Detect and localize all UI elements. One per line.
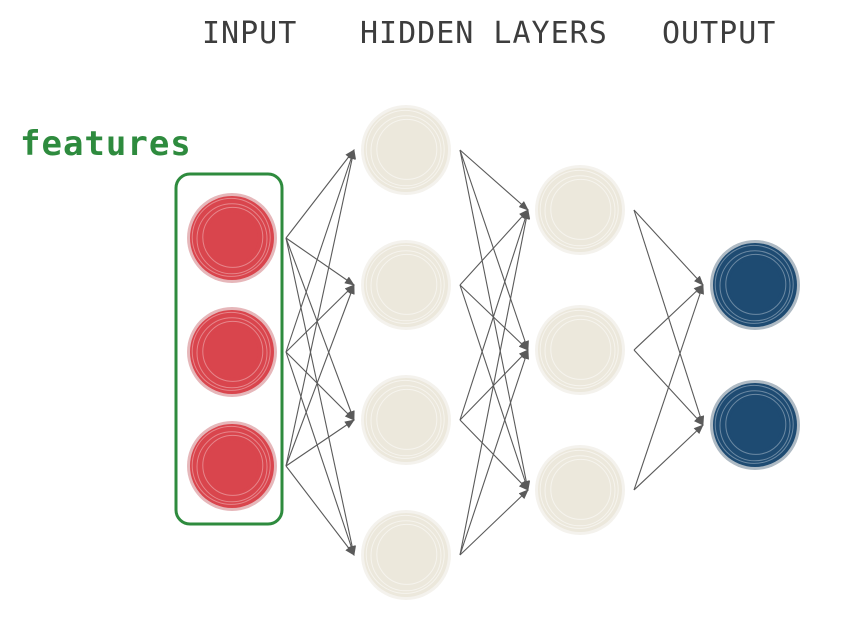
edge-hidden-1-0-to-hidden-2-0 — [459, 149, 529, 211]
edge-hidden-1-2-to-hidden-2-0 — [459, 209, 530, 421]
edge-hidden-2-2-to-output-0 — [633, 284, 704, 491]
edge-hidden-1-0-to-hidden-2-1 — [459, 149, 529, 351]
edge-input-0-to-hidden-1-1 — [285, 237, 355, 286]
edge-hidden-2-2-to-output-1 — [633, 424, 704, 491]
edge-hidden-1-3-to-hidden-2-0 — [459, 209, 531, 556]
hidden-1-node-4 — [361, 510, 451, 600]
hidden-2-node-1 — [535, 165, 625, 255]
edge-input-2-to-hidden-1-0 — [285, 149, 357, 467]
edge-hidden-1-3-to-hidden-2-1 — [459, 349, 529, 556]
hidden-1-node-2 — [361, 240, 451, 330]
edge-hidden-1-0-to-hidden-2-2 — [459, 149, 531, 491]
edge-hidden-1-1-to-hidden-2-2 — [459, 284, 529, 491]
features-label: features — [20, 124, 192, 164]
output-header: OUTPUT — [662, 16, 777, 51]
edge-input-1-to-hidden-1-0 — [285, 149, 355, 353]
hidden-1-node-1 — [361, 105, 451, 195]
edge-input-0-to-hidden-1-3 — [285, 237, 357, 556]
input-node-2 — [187, 307, 277, 397]
edge-input-1-to-hidden-1-1 — [285, 284, 355, 353]
input-header: INPUT — [202, 16, 298, 51]
hidden-layers-header: HIDDEN LAYERS — [360, 16, 608, 51]
features-box — [174, 172, 284, 526]
output-node-1 — [710, 240, 800, 330]
edge-input-1-to-hidden-1-3 — [285, 351, 355, 556]
edge-input-1-to-hidden-1-2 — [285, 351, 355, 421]
hidden-2-node-2 — [535, 305, 625, 395]
edge-hidden-1-1-to-hidden-2-1 — [459, 284, 529, 351]
edge-hidden-1-2-to-hidden-2-2 — [459, 419, 529, 491]
input-node-3 — [187, 421, 277, 511]
edge-input-2-to-hidden-1-1 — [285, 284, 355, 467]
edge-input-2-to-hidden-1-2 — [285, 419, 355, 467]
edges — [285, 149, 705, 556]
input-node-1 — [187, 193, 277, 283]
output-node-2 — [710, 380, 800, 470]
edge-input-2-to-hidden-1-3 — [285, 465, 355, 556]
edge-hidden-2-0-to-output-0 — [633, 209, 704, 286]
edge-input-0-to-hidden-1-2 — [285, 237, 355, 421]
edge-input-0-to-hidden-1-0 — [285, 149, 355, 239]
edge-hidden-2-1-to-output-0 — [633, 284, 704, 351]
hidden-2-node-3 — [535, 445, 625, 535]
edge-hidden-1-3-to-hidden-2-2 — [459, 489, 529, 556]
hidden-1-node-3 — [361, 375, 451, 465]
edge-hidden-1-1-to-hidden-2-0 — [459, 209, 529, 286]
